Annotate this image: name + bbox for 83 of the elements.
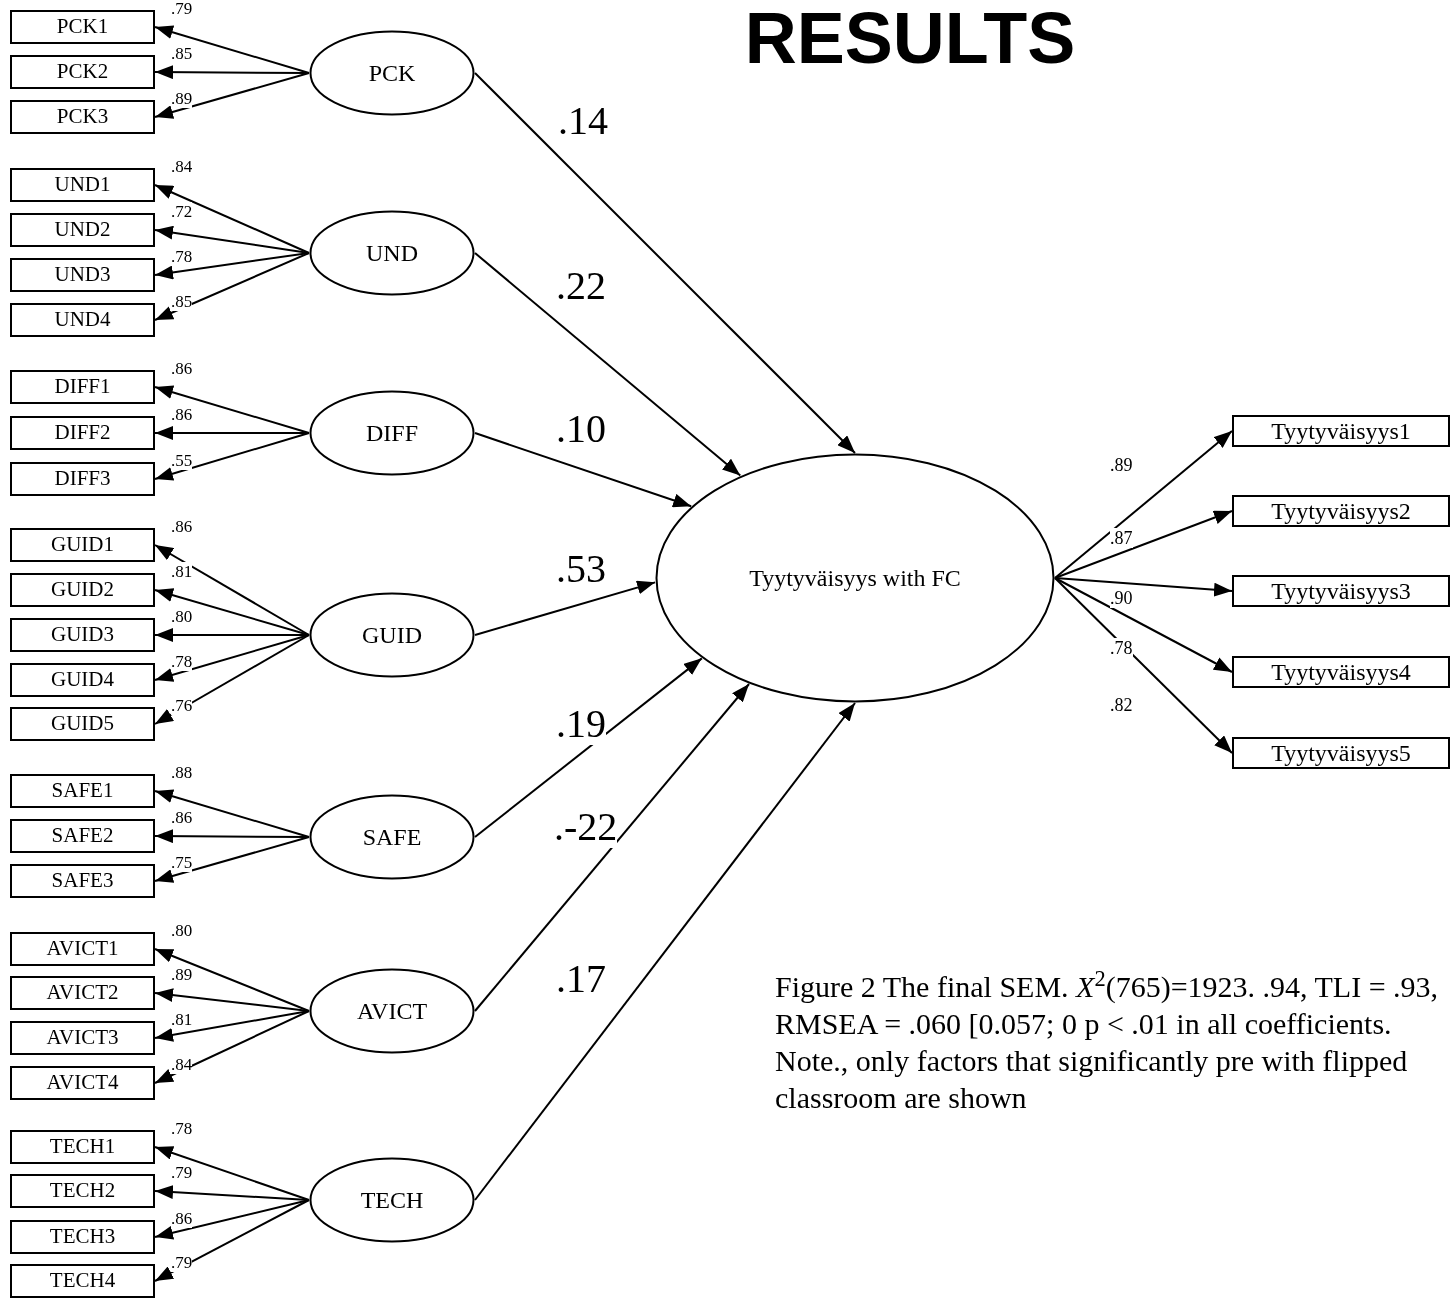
latent-label: UND (366, 239, 418, 268)
indicator-box: PCK3 (10, 100, 155, 134)
indicator-box: AVICT3 (10, 1021, 155, 1055)
arrow (474, 702, 856, 1201)
indicator-box: PCK1 (10, 10, 155, 44)
latent-ellipse (309, 390, 475, 476)
arrow (154, 588, 310, 636)
arrow (154, 252, 310, 280)
indicator-box: AVICT2 (10, 976, 155, 1010)
latent-ellipse (309, 592, 475, 678)
arrow (154, 634, 310, 725)
arrow (154, 432, 310, 481)
arrow (1054, 577, 1233, 673)
indicator-box: GUID2 (10, 573, 155, 607)
arrow (474, 432, 693, 508)
indicator-box: AVICT1 (10, 932, 155, 966)
indicator-box: SAFE3 (10, 864, 155, 898)
indicator-box: UND2 (10, 213, 155, 247)
arrow (154, 1199, 310, 1282)
arrow (154, 1010, 310, 1042)
indicator-box: UND1 (10, 168, 155, 202)
latent-label: SAFE (362, 823, 422, 852)
indicator-box: SAFE2 (10, 819, 155, 853)
latent-label: TECH (360, 1186, 424, 1215)
arrow (1054, 430, 1233, 579)
arrow (154, 252, 310, 321)
figure-caption: Figure 2 The final SEM. X$^{2}$(765)=1923. .94, TLI = .93, RMSEA = .060 [0.057; 0 p < .01 in all coefficients. Note., only factors that significantly pre with flipped classroom are shown (775, 968, 1440, 1116)
indicator-box: AVICT4 (10, 1066, 155, 1100)
indicator-box: PCK2 (10, 55, 155, 89)
page-title: RESULTS (743, 0, 1077, 76)
latent-label: GUID (362, 621, 422, 650)
arrow (154, 72, 310, 119)
arrow (1054, 577, 1233, 754)
latent-ellipse (309, 968, 475, 1054)
latent-label: Tyytyväisyys with FC (748, 564, 962, 592)
arrow (474, 580, 657, 636)
latent-ellipse (309, 794, 475, 880)
indicator-box: GUID5 (10, 707, 155, 741)
arrow (474, 683, 750, 1012)
arrow (474, 72, 856, 454)
arrow (1054, 577, 1233, 597)
arrow (154, 1010, 310, 1084)
indicator-box: UND3 (10, 258, 155, 292)
arrow (474, 252, 742, 477)
indicator-box: Tyytyväisyys4 (1232, 656, 1450, 688)
edge-label: .78 (1110, 638, 1133, 658)
indicator-box: TECH4 (10, 1264, 155, 1298)
indicator-box: UND4 (10, 303, 155, 337)
indicator-box: DIFF1 (10, 370, 155, 404)
indicator-box: GUID1 (10, 528, 155, 562)
indicator-box: TECH3 (10, 1220, 155, 1254)
indicator-box: SAFE1 (10, 774, 155, 808)
arrow (154, 184, 310, 254)
latent-ellipse (309, 1157, 475, 1243)
arrow (154, 25, 310, 74)
arrow (474, 657, 703, 838)
edge-label: .87 (1110, 528, 1133, 548)
latent-ellipse (309, 210, 475, 296)
arrow (154, 948, 310, 1012)
arrow (154, 836, 310, 883)
indicator-box: TECH1 (10, 1130, 155, 1164)
latent-label: DIFF (366, 419, 418, 448)
latent-label: PCK (368, 59, 416, 88)
latent-ellipse (309, 30, 475, 116)
arrow (154, 544, 310, 636)
arrow (154, 1146, 310, 1201)
edge-label: .90 (1110, 588, 1133, 608)
indicator-box: Tyytyväisyys2 (1232, 495, 1450, 527)
indicator-box: TECH2 (10, 1174, 155, 1208)
indicator-box: GUID3 (10, 618, 155, 652)
latent-label: AVICT (356, 997, 428, 1026)
arrow (154, 789, 310, 838)
indicator-box: GUID4 (10, 663, 155, 697)
arrow (154, 1185, 310, 1201)
arrow (154, 385, 310, 434)
indicator-box: DIFF3 (10, 462, 155, 496)
indicator-box: Tyytyväisyys1 (1232, 415, 1450, 447)
arrow (1054, 510, 1233, 579)
arrow (154, 634, 310, 682)
indicator-box: Tyytyväisyys3 (1232, 575, 1450, 607)
indicator-box: DIFF2 (10, 416, 155, 450)
indicator-box: Tyytyväisyys5 (1232, 737, 1450, 769)
latent-ellipse (655, 453, 1055, 703)
